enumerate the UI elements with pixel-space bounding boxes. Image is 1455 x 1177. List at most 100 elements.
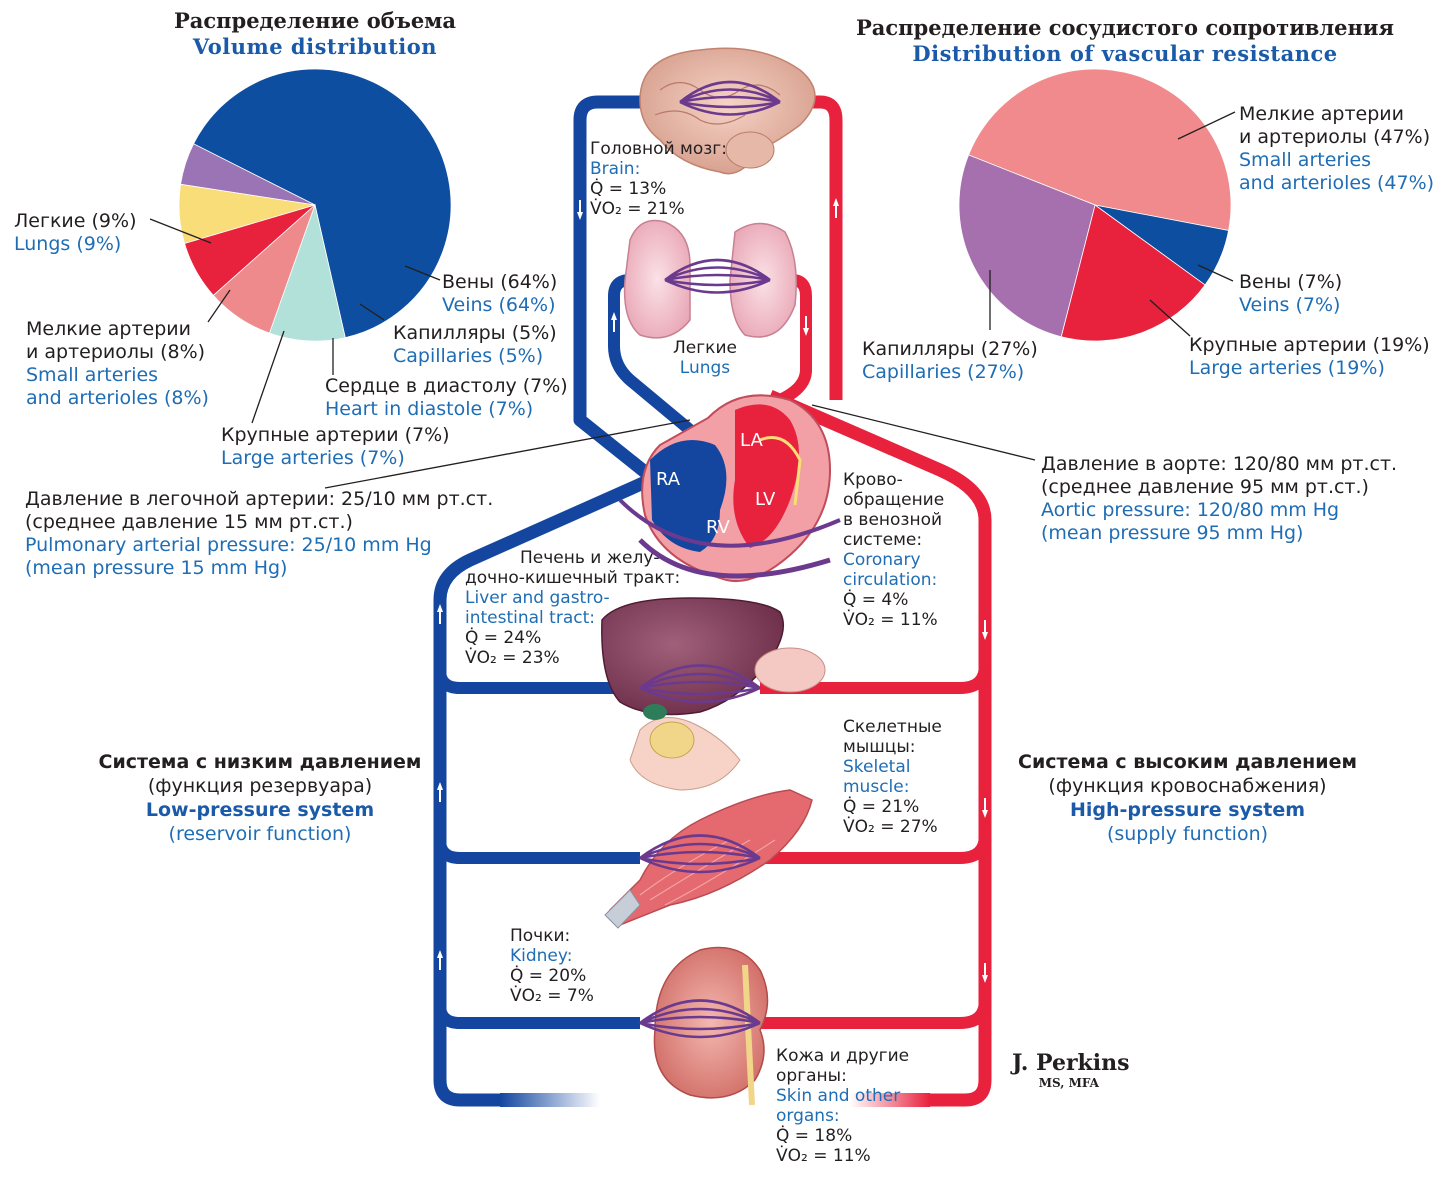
label-en-2: and arterioles (8%) <box>26 387 209 409</box>
brain-label: Головной мозг: Brain: Q̇ = 13% V̇O₂ = 21… <box>590 139 727 219</box>
label-ru-2: мышцы: <box>843 737 916 757</box>
volume-label-capillaries: Капилляры (5%) Capillaries (5%) <box>393 322 557 368</box>
label-ru: Почки: <box>510 926 571 946</box>
muscle-label: Скелетные мышцы: Skeletal muscle: Q̇ = 2… <box>843 717 942 837</box>
resistance-slice-capillaries <box>958 154 1096 338</box>
high-system-title-ru: Система с высоким давлением <box>1018 751 1357 773</box>
muscle-illustration <box>604 789 813 929</box>
heart-label-ra: RA <box>656 469 681 490</box>
low-system-title-en: Low-pressure system <box>145 799 375 821</box>
label-en-2: circulation: <box>843 570 938 590</box>
label-ru-2: и артериолы (47%) <box>1239 126 1431 148</box>
flow-q: Q̇ = 4% <box>843 590 909 610</box>
label-en: Heart in diastole (7%) <box>325 398 534 420</box>
artist-signature: J. Perkins MS, MFA <box>1012 1050 1130 1090</box>
label-ru-2: органы: <box>776 1066 847 1086</box>
resistance-label-large-arteries: Крупные артерии (19%) Large arteries (19… <box>1189 334 1430 380</box>
flow-q: Q̇ = 18% <box>776 1126 853 1146</box>
volume-title-ru: Распределение объема <box>173 8 457 33</box>
label-ru: Вены (7%) <box>1239 271 1343 293</box>
label-ru-3: в венозной <box>843 510 943 530</box>
label-en: Aortic pressure: 120/80 mm Hg <box>1041 499 1340 521</box>
heart-label-lv: LV <box>755 489 776 510</box>
skin-label: Кожа и другие органы: Skin and other org… <box>776 1046 909 1166</box>
volume-label-heart: Сердце в диастолу (7%) Heart in diastole… <box>325 375 568 421</box>
resistance-label-small-arteries: Мелкие артерии и артериолы (47%) Small a… <box>1239 103 1434 195</box>
label-en: Kidney: <box>510 946 573 966</box>
kidney-illustration <box>653 946 769 1106</box>
label-en: Veins (7%) <box>1239 294 1341 316</box>
label-ru: Давление в легочной артерии: 25/10 мм рт… <box>25 488 494 510</box>
label-en: Large arteries (19%) <box>1189 357 1385 379</box>
muscle-capillary-bed <box>639 834 761 874</box>
flow-arrows <box>437 198 988 983</box>
vein-fade <box>500 1093 600 1107</box>
label-ru: Головной мозг: <box>590 139 727 159</box>
low-system-title-ru: Система с низким давлением <box>98 751 422 773</box>
resistance-slice-small <box>968 68 1232 231</box>
brain-artery <box>780 95 843 400</box>
aortic-pressure-label: Давление в аорте: 120/80 мм рт.ст. (сред… <box>1041 453 1397 545</box>
resistance-title-ru: Распределение сосудистого сопротивления <box>856 15 1394 40</box>
label-ru: Крупные артерии (7%) <box>221 424 450 446</box>
label-en: Pulmonary arterial pressure: 25/10 mm Hg <box>25 534 432 556</box>
volume-label-large-arteries: Крупные артерии (7%) Large arteries (7%) <box>221 424 450 470</box>
volume-slice-lungs <box>268 203 346 342</box>
flow-vo2: V̇O₂ = 11% <box>776 1146 871 1166</box>
resistance-label-capillaries: Капилляры (27%) Capillaries (27%) <box>862 338 1038 384</box>
label-ru-4: системе: <box>843 530 923 550</box>
label-en-2: and arterioles (47%) <box>1239 172 1435 194</box>
lung-capillary-bed <box>664 258 771 294</box>
label-ru-2: (среднее давление 95 мм рт.ст.) <box>1041 476 1369 498</box>
resistance-title-en: Distribution of vascular resistance <box>912 41 1338 66</box>
heart-illustration <box>618 394 841 582</box>
label-ru: Давление в аорте: 120/80 мм рт.ст. <box>1041 453 1398 475</box>
label-en: Brain: <box>590 159 641 179</box>
liver-label: Печень и желу- дочно-кишечный тракт: Liv… <box>465 548 680 668</box>
organ-branches <box>434 664 991 1029</box>
label-ru: Капилляры (27%) <box>862 338 1038 360</box>
resistance-chart-title: Распределение сосудистого сопротивления … <box>800 15 1450 67</box>
flow-q: Q̇ = 21% <box>843 797 920 817</box>
aortic-pressure-leader <box>811 404 1036 461</box>
volume-chart-title: Распределение объема Volume distribution <box>110 8 520 60</box>
signature-name: J. Perkins <box>1012 1050 1130 1076</box>
flow-q: Q̇ = 20% <box>510 966 587 986</box>
heart-label-la: LA <box>740 430 763 451</box>
pulmonary-pressure-label: Давление в легочной артерии: 25/10 мм рт… <box>25 488 493 580</box>
resistance-slice-large <box>1060 204 1206 342</box>
label-ru: Вены (64%) <box>442 271 558 293</box>
high-system-sub-en: (supply function) <box>1106 823 1269 845</box>
label-en: Small arteries <box>26 364 159 386</box>
label-ru: Капилляры (5%) <box>393 322 557 344</box>
flow-vo2: V̇O₂ = 7% <box>510 986 594 1006</box>
label-ru: Печень и желу- <box>520 548 660 568</box>
label-en: Liver and gastro- <box>465 588 610 608</box>
label-en-2: (mean pressure 15 mm Hg) <box>25 557 288 579</box>
lungs-label: Легкие Lungs <box>673 338 737 378</box>
volume-leader-lines <box>149 218 441 424</box>
high-system-sub-ru: (функция кровоснабжения) <box>1048 775 1327 797</box>
volume-title-en: Volume distribution <box>192 34 438 59</box>
label-en-2: organs: <box>776 1106 840 1126</box>
volume-pie-chart <box>178 68 452 342</box>
high-pressure-system-label: Система с высоким давлением (функция кро… <box>990 750 1385 846</box>
label-en: Skeletal <box>843 757 911 777</box>
label-en: Veins (64%) <box>442 294 556 316</box>
label-en: Skin and other <box>776 1086 901 1106</box>
label-ru-2: обращение <box>843 490 945 510</box>
label-ru: Крупные артерии (19%) <box>1189 334 1430 356</box>
coronary-label: Крово- обращение в венозной системе: Cor… <box>843 470 944 630</box>
kidney-label: Почки: Kidney: Q̇ = 20% V̇O₂ = 7% <box>510 926 594 1006</box>
resistance-pie-chart <box>958 68 1232 342</box>
liver-capillary-bed <box>639 664 761 704</box>
label-en: Lungs (9%) <box>14 233 122 255</box>
label-ru: Легкие (9%) <box>14 210 137 232</box>
label-en: Small arteries <box>1239 149 1372 171</box>
low-system-sub-en: (reservoir function) <box>168 823 352 845</box>
label-en: Large arteries (7%) <box>221 447 405 469</box>
label-ru: Крово- <box>843 470 903 490</box>
flow-q: Q̇ = 13% <box>590 179 667 199</box>
resistance-leader-lines <box>989 111 1236 337</box>
